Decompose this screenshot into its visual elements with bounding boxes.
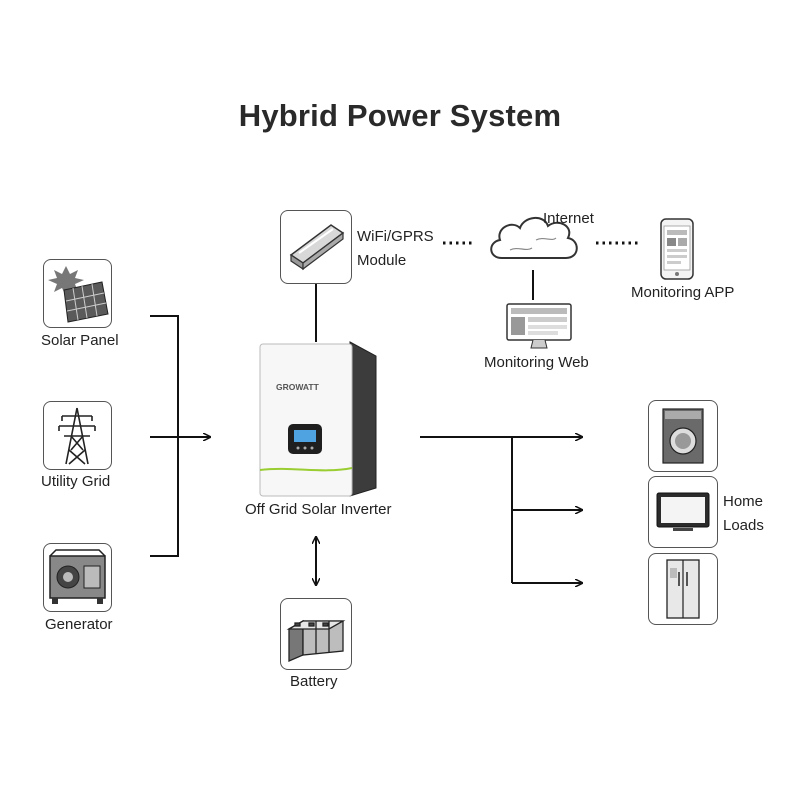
solar-panel-label: Solar Panel [41,332,119,349]
monitoring-app-label: Monitoring APP [631,284,735,301]
battery-icon [286,619,346,662]
wifi-module-label-line2: Module [357,252,407,269]
battery-box [280,598,352,670]
television-box [648,476,718,548]
inverter-icon: GROWATT [259,341,377,497]
monitoring-web-label: Monitoring Web [484,354,589,371]
inverter-label: Off Grid Solar Inverter [245,501,392,518]
wifi-module-label-line1: WiFi/GPRS [357,228,434,245]
television-icon [656,492,710,531]
home-loads-label-line1: Home [723,493,764,510]
smartphone-icon [660,218,694,280]
generator-label: Generator [45,616,113,633]
battery-label: Battery [290,673,338,690]
internet-label: Internet [543,210,594,227]
internet-cloud-icon [490,217,578,259]
generator-icon [49,549,106,604]
diagram-title: Hybrid Power System [238,98,562,133]
washing-machine-icon [662,408,704,464]
wifi-module-icon [289,224,345,271]
washing-machine-box [648,400,718,472]
monitor-icon [506,303,572,349]
inverter-brand-text: GROWATT [276,382,320,392]
refrigerator-icon [666,559,700,619]
solar-panel-icon [48,266,109,323]
utility-grid-label: Utility Grid [41,473,111,490]
wifi-module-box [280,210,352,284]
generator-box [43,543,112,612]
refrigerator-box [648,553,718,625]
utility-grid-icon [58,407,96,465]
home-loads-label-line2: Loads [723,517,764,534]
utility-grid-box [43,401,112,470]
solar-panel-box [43,259,112,328]
